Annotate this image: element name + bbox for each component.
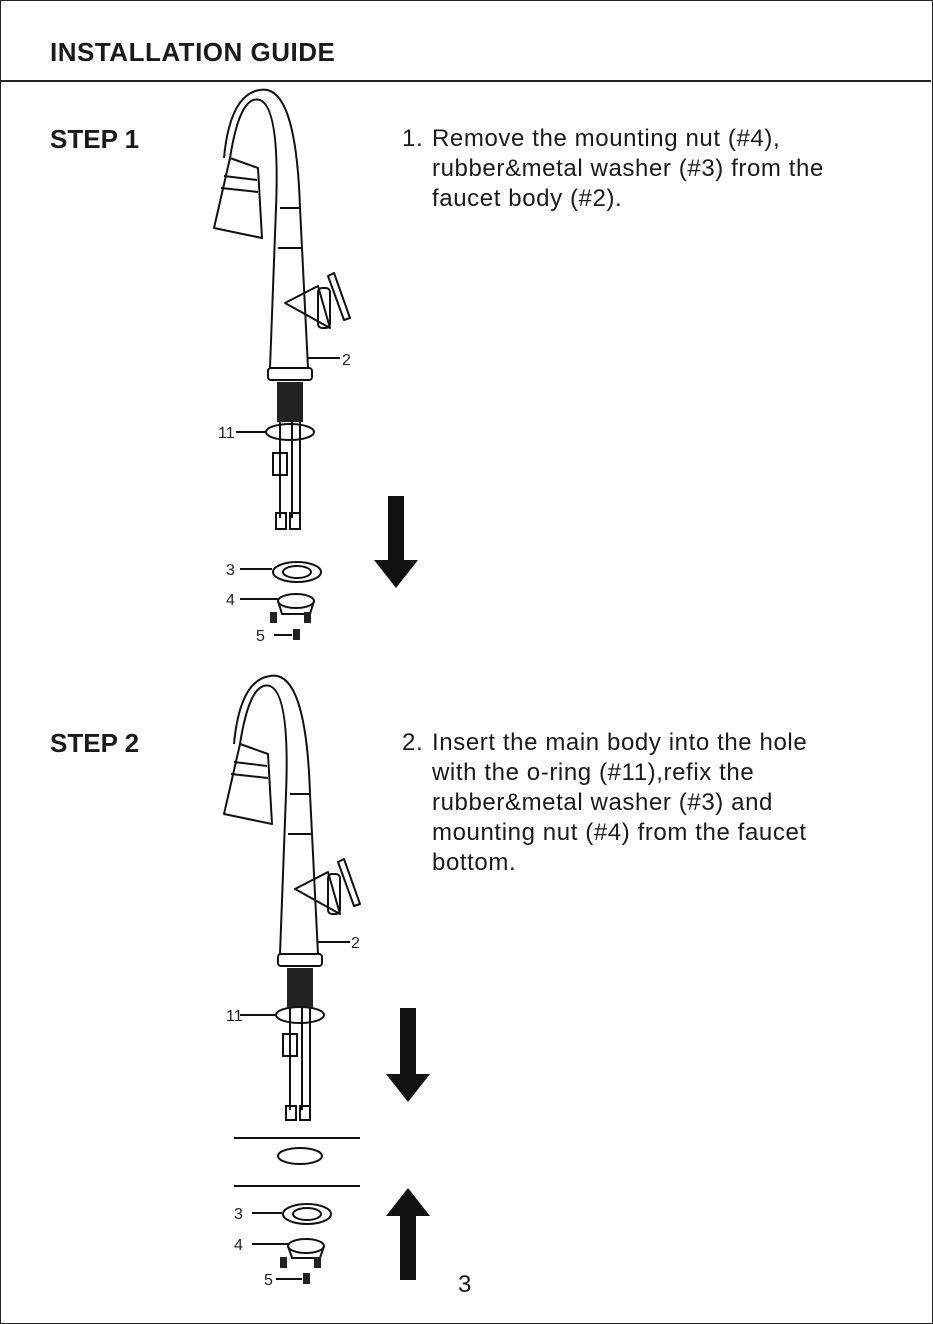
page-number: 3 xyxy=(458,1271,471,1299)
o-ring xyxy=(276,1007,324,1023)
mounting-nut xyxy=(278,594,314,608)
o-ring xyxy=(266,424,314,440)
mounting-nut xyxy=(288,1239,324,1253)
step-2-line-5: bottom. xyxy=(402,848,902,878)
threaded-shank xyxy=(287,968,313,1008)
callout-body: 2 xyxy=(351,935,360,952)
callout-screw: 5 xyxy=(256,628,265,645)
step-2-label: STEP 2 xyxy=(50,728,139,759)
callout-oring: 11 xyxy=(218,425,235,442)
step-2-line-1: 2.Insert the main body into the hole xyxy=(402,728,902,758)
spray-head xyxy=(224,744,272,824)
callout-washer: 3 xyxy=(234,1206,243,1223)
faucet-handle xyxy=(295,872,340,914)
callout-body: 2 xyxy=(342,352,351,369)
step-1-instructions: 1.Remove the mounting nut (#4), rubber&m… xyxy=(402,124,902,214)
sink-hole xyxy=(278,1148,322,1164)
step-2-instructions: 2.Insert the main body into the hole wit… xyxy=(402,728,902,878)
step-1-line-1: 1.Remove the mounting nut (#4), xyxy=(402,124,902,154)
step-1-line-3: faucet body (#2). xyxy=(402,184,902,214)
page-title: INSTALLATION GUIDE xyxy=(50,37,335,68)
callout-nut: 4 xyxy=(226,592,235,609)
arrow-down-icon xyxy=(384,1008,432,1104)
step-2-line-3: rubber&metal washer (#3) and xyxy=(402,788,902,818)
faucet-base xyxy=(268,368,312,380)
callout-nut: 4 xyxy=(234,1237,243,1254)
spray-head xyxy=(214,158,262,238)
arrow-up-icon xyxy=(384,1186,432,1282)
arrow-down-icon xyxy=(372,496,420,590)
faucet-base xyxy=(278,954,322,966)
callout-oring: 11 xyxy=(226,1008,243,1025)
callout-washer: 3 xyxy=(226,562,235,579)
step-1-label: STEP 1 xyxy=(50,124,139,155)
callout-screw: 5 xyxy=(264,1272,273,1289)
step-2-line-2: with the o-ring (#11),refix the xyxy=(402,758,902,788)
header-rule xyxy=(0,80,931,82)
faucet-handle xyxy=(285,286,330,328)
step-1-line-2: rubber&metal washer (#3) from the xyxy=(402,154,902,184)
step-2-line-4: mounting nut (#4) from the faucet xyxy=(402,818,902,848)
threaded-shank xyxy=(277,382,303,422)
